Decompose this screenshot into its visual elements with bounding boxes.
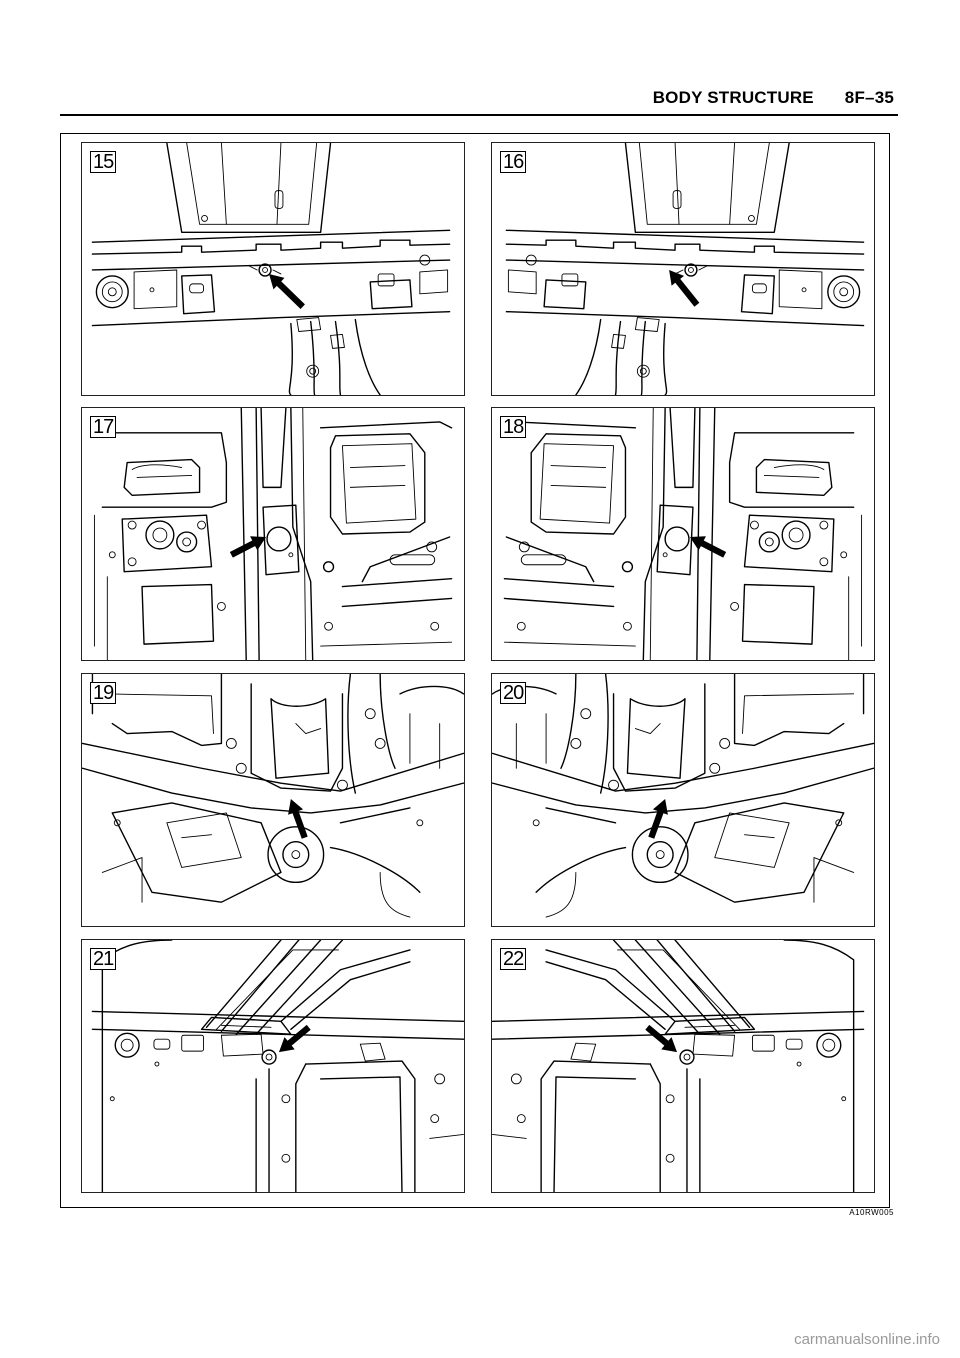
pointer-arrow [648, 799, 668, 839]
pointer-arrow [288, 799, 308, 839]
body-structure-drawing [503, 408, 863, 660]
body-structure-drawing [91, 143, 451, 395]
body-structure-drawing [93, 408, 453, 660]
figure-number: 20 [500, 682, 527, 704]
body-structure-drawing [492, 674, 874, 918]
body-structure-drawing [505, 143, 865, 395]
page-number: 8F–35 [844, 88, 894, 107]
figure-panel-21: 21 [81, 939, 465, 1193]
pointer-arrow [229, 536, 267, 558]
pointer-arrow [669, 269, 700, 307]
figure-frame: 15 16 [60, 133, 890, 1208]
figure-number: 15 [90, 151, 117, 173]
figure-number: 19 [90, 682, 117, 704]
figure-number: 18 [500, 416, 527, 438]
watermark: carmanualsonline.info [794, 1331, 940, 1348]
figure-panel-19: 19 [81, 673, 465, 927]
figure-panel-22: 22 [491, 939, 875, 1193]
body-structure-drawing [82, 674, 464, 918]
pointer-arrow [645, 1024, 678, 1053]
figure-panel-16: 16 [491, 142, 875, 396]
body-structure-drawing [91, 940, 464, 1192]
page-header: BODY STRUCTURE 8F–35 [653, 88, 894, 108]
figure-code: A10RW005 [849, 1208, 894, 1217]
pointer-arrow [269, 273, 305, 309]
figure-panel-15: 15 [81, 142, 465, 396]
header-rule [60, 114, 898, 116]
figure-number: 17 [90, 416, 117, 438]
figure-panel-18: 18 [491, 407, 875, 661]
figure-number: 21 [90, 948, 117, 970]
figure-panel-20: 20 [491, 673, 875, 927]
section-title: BODY STRUCTURE [652, 88, 814, 107]
figure-number: 16 [500, 151, 527, 173]
figure-panel-17: 17 [81, 407, 465, 661]
pointer-arrow [689, 536, 727, 558]
figure-number: 22 [500, 948, 527, 970]
body-structure-drawing [492, 940, 865, 1192]
pointer-arrow [278, 1024, 311, 1053]
